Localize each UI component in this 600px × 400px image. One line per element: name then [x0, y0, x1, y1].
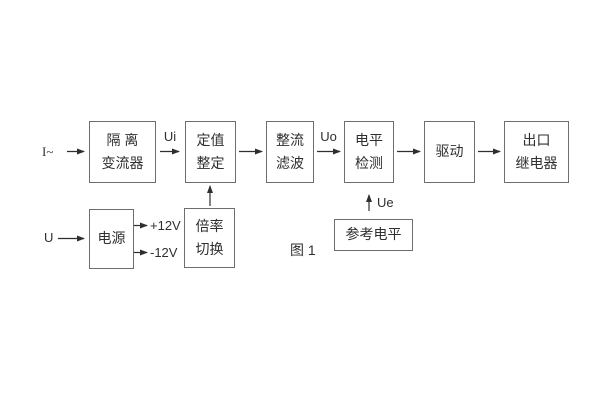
label-input-voltage: U	[44, 230, 54, 245]
figure-caption: 图 1	[290, 242, 316, 258]
block-ratio-line1: 倍率	[195, 218, 224, 235]
block-reference-line1: 参考电平	[345, 226, 402, 243]
block-drive-line1: 驱动	[435, 143, 464, 160]
block-reference-level: 参考电平	[334, 219, 413, 251]
block-isolation-line2: 变流器	[101, 154, 144, 171]
block-drive: 驱动	[424, 121, 475, 183]
block-output-line2: 继电器	[515, 154, 558, 171]
block-isolation-line1: 隔 离	[106, 132, 139, 149]
block-rectifier-line2: 滤波	[276, 154, 304, 171]
label-input-current: I~	[42, 144, 54, 159]
block-power-supply: 电源	[89, 209, 134, 269]
block-isolation-transducer: 隔 离 变流器	[89, 121, 156, 183]
block-rectifier-line1: 整流	[276, 132, 304, 149]
block-ratio-line2: 切换	[195, 240, 224, 257]
block-level-line2: 检测	[355, 154, 383, 171]
label-ue: Ue	[377, 195, 394, 210]
block-power-line1: 电源	[97, 230, 126, 247]
block-output-line1: 出口	[522, 132, 551, 149]
label-uo: Uo	[320, 129, 337, 144]
block-setting-line2: 整定	[196, 154, 225, 171]
block-ratio-switch: 倍率 切换	[184, 208, 235, 268]
label-ui: Ui	[163, 129, 177, 144]
block-level-detect: 电平 检测	[344, 121, 394, 183]
block-level-line1: 电平	[355, 132, 383, 149]
label-rail-negative: -12V	[150, 245, 178, 260]
block-setting-adjust: 定值 整定	[185, 121, 236, 183]
block-rectify-filter: 整流 滤波	[266, 121, 314, 183]
block-output-relay: 出口 继电器	[504, 121, 569, 183]
block-setting-line1: 定值	[196, 132, 225, 149]
label-rail-positive: +12V	[150, 218, 181, 233]
